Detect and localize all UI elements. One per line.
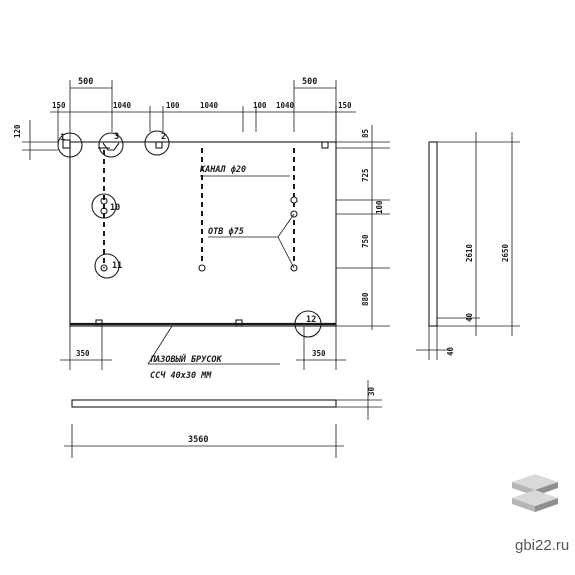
- spacing-dim-3: 100: [166, 101, 180, 110]
- marker-circle-11: [94, 253, 120, 279]
- top-dim-right: 500: [302, 77, 317, 87]
- left-dimension: 120: [13, 120, 58, 160]
- bottom-dimensions: 350 350: [60, 326, 346, 370]
- right-dimensions: 85 725 100 750 880: [336, 125, 390, 330]
- marker-circle-3: [98, 132, 124, 158]
- thickness-dim: 30: [367, 386, 376, 396]
- panel-front-view: [62, 139, 337, 327]
- spacing-dim-5: 100: [253, 101, 267, 110]
- spacing-dim-1: 150: [52, 101, 66, 110]
- spacing-dim-6: 1040: [276, 101, 295, 110]
- marker-group: 1 3 2 10 11 12: [57, 130, 322, 338]
- right-dim-3: 100: [375, 200, 384, 214]
- marker-1: 1: [60, 133, 65, 143]
- bottom-strip-outline: [71, 399, 337, 408]
- side-dim-total: 2650: [501, 243, 510, 262]
- marker-10: 10: [110, 203, 120, 213]
- hole-label: ОТВ ф75: [208, 227, 244, 237]
- spacing-dim-2: 1040: [113, 101, 132, 110]
- marker-circle-12: [294, 310, 322, 338]
- marker-3: 3: [114, 132, 119, 142]
- spacing-dim-4: 1040: [200, 101, 219, 110]
- top-dimensions: 500 500 150 1040 100 1040 100 1040 150: [50, 77, 356, 142]
- marker-12: 12: [306, 315, 316, 325]
- groove-label-2: ССЧ 40х30 ММ: [150, 371, 212, 381]
- side-dim-bottom: 40: [465, 312, 474, 322]
- channels: [98, 147, 298, 272]
- spacing-dim-7: 150: [338, 101, 352, 110]
- right-dim-2: 725: [361, 168, 370, 182]
- right-dim-5: 880: [361, 292, 370, 306]
- top-dim-left: 500: [78, 77, 93, 87]
- site-watermark: gbi22.ru: [515, 537, 570, 554]
- annotations: КАНАЛ ф20 ОТВ ф75 ПАЗОВЫЙ БРУСОК ССЧ 40х…: [147, 165, 295, 381]
- total-width-dim: 3560: [188, 435, 208, 445]
- right-dim-1: 85: [361, 129, 370, 138]
- right-dim-4: 750: [361, 234, 370, 248]
- side-dim-height: 2610: [465, 243, 474, 262]
- marker-11: 11: [112, 261, 122, 271]
- bottom-dim-left: 350: [76, 349, 90, 358]
- gbi22-logo-icon: [512, 474, 558, 512]
- side-panel-outline: [428, 141, 438, 327]
- panel-bottom-view: 30 3560: [64, 380, 382, 458]
- marker-circle-2: [144, 130, 170, 156]
- groove-label-1: ПАЗОВЫЙ БРУСОК: [150, 353, 223, 365]
- panel-side-view: 2610 2650 40 40: [416, 132, 520, 360]
- marker-2: 2: [161, 132, 166, 142]
- side-dim-thickness: 40: [446, 346, 455, 356]
- channel-label: КАНАЛ ф20: [199, 165, 246, 175]
- left-dim: 120: [13, 124, 22, 138]
- bottom-dim-right: 350: [312, 349, 326, 358]
